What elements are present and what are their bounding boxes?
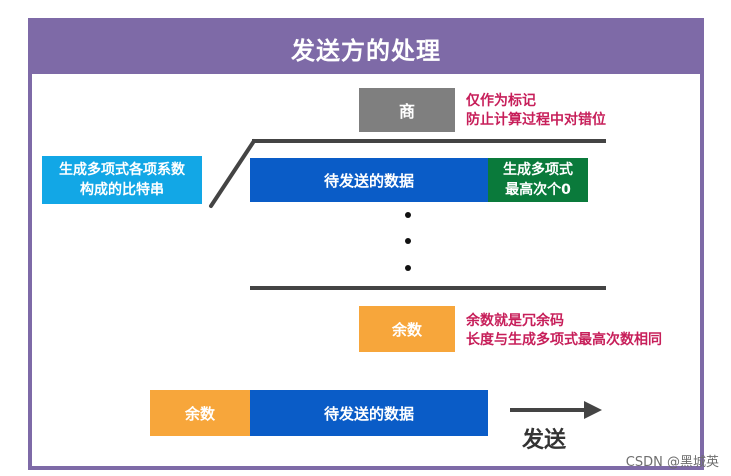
send-arrow-icon — [510, 401, 602, 419]
ellipsis-dot — [405, 212, 411, 218]
ellipsis-dot — [405, 265, 411, 271]
remainder-label: 余数 — [391, 320, 422, 339]
generator-coeff-box: 生成多项式各项系数 构成的比特串 — [42, 156, 202, 204]
ellipsis-dot — [405, 238, 411, 244]
remainder-note: 余数就是冗余码 长度与生成多项式最高次数相同 — [466, 312, 662, 350]
remainder-note-line2: 长度与生成多项式最高次数相同 — [466, 332, 662, 348]
generator-coeff-line1: 生成多项式各项系数 — [59, 162, 185, 178]
frame-remainder-label: 余数 — [184, 404, 215, 423]
dividend-data-label: 待发送的数据 — [323, 171, 414, 190]
quotient-box: 商 — [359, 88, 455, 132]
dividend-zeros-line2: 最高次个0 — [505, 182, 571, 198]
division-bar-top — [252, 139, 606, 143]
dividend-zeros-line1: 生成多项式 — [503, 162, 573, 178]
page-title: 发送方的处理 — [32, 22, 700, 74]
quotient-label: 商 — [398, 102, 415, 121]
frame-data-box: 待发送的数据 — [250, 390, 488, 436]
division-bracket — [209, 139, 256, 208]
quotient-note-line2: 防止计算过程中对错位 — [466, 112, 606, 128]
quotient-note-line1: 仅作为标记 — [466, 93, 536, 109]
remainder-divider — [250, 286, 606, 290]
send-label: 发送 — [522, 428, 567, 453]
remainder-note-line1: 余数就是冗余码 — [466, 313, 564, 329]
generator-coeff-line2: 构成的比特串 — [80, 182, 164, 198]
remainder-box: 余数 — [359, 306, 455, 352]
dividend-data-box: 待发送的数据 — [250, 158, 488, 202]
watermark: CSDN @黑城英 — [625, 455, 719, 470]
frame-remainder-box: 余数 — [150, 390, 250, 436]
dividend-zeros-box: 生成多项式 最高次个0 — [488, 158, 588, 202]
quotient-note: 仅作为标记 防止计算过程中对错位 — [466, 92, 606, 130]
frame-data-label: 待发送的数据 — [323, 404, 414, 423]
